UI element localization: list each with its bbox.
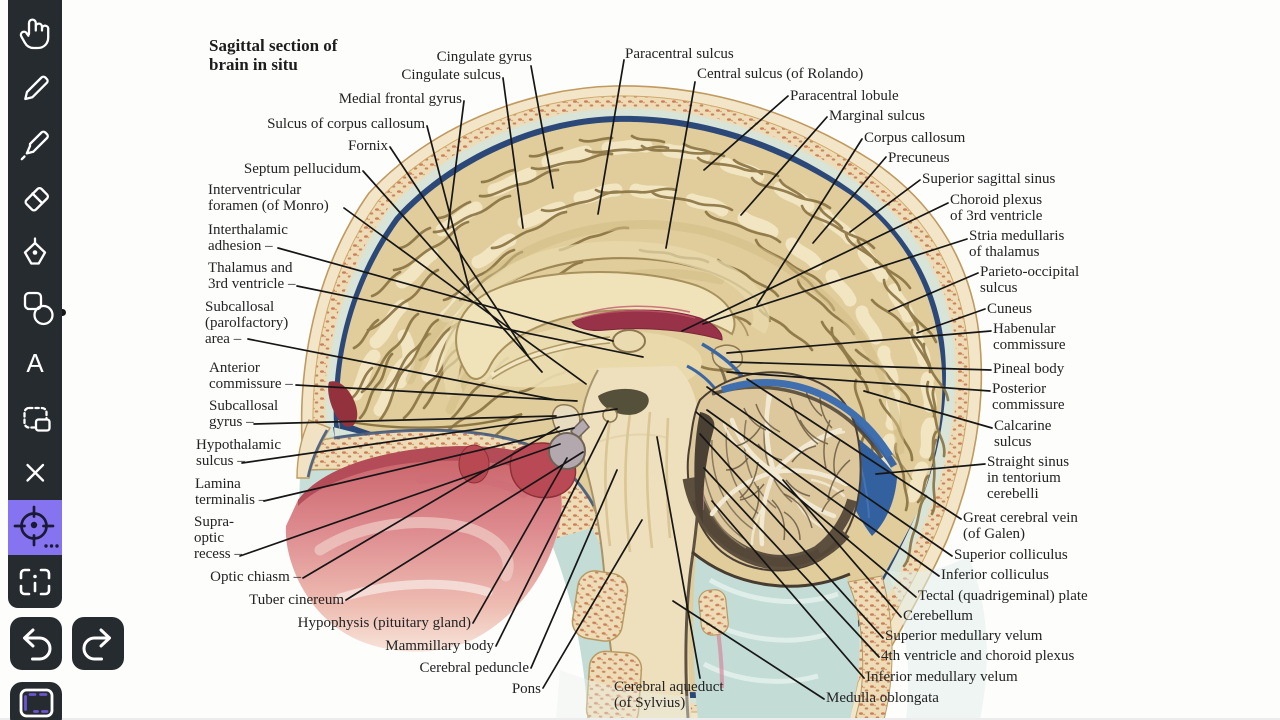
svg-text:A: A [26, 348, 44, 378]
